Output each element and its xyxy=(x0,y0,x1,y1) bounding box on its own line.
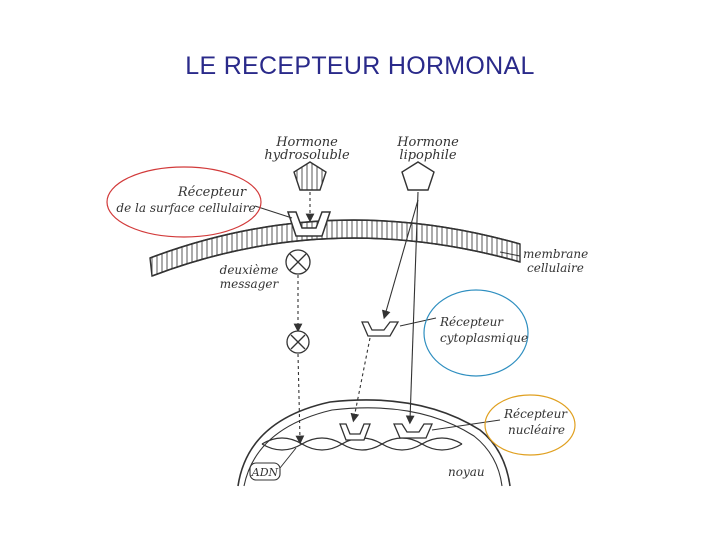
adn-label: ADN xyxy=(251,466,279,479)
nuclear-receptor-shape-1 xyxy=(340,424,370,440)
lipo-to-cytoplasm-arrow xyxy=(385,200,418,315)
lipo-hormone-label-2: lipophile xyxy=(399,148,456,163)
surface-receptor-label-2: de la surface cellulaire xyxy=(116,201,255,215)
messenger-to-dna-arrow xyxy=(298,354,300,440)
adn-pointer xyxy=(280,448,296,468)
cell-membrane xyxy=(150,220,520,276)
cytoplasmic-receptor-shape xyxy=(362,322,398,336)
nuclear-receptor-label-1: Récepteur xyxy=(503,407,568,421)
cyto-to-nucleus-arrow xyxy=(354,338,370,418)
membrane-label-1: membrane xyxy=(523,247,588,261)
second-messenger-label-1: deuxième xyxy=(220,263,279,277)
membrane-label-2: cellulaire xyxy=(527,261,584,275)
hydro-hormone-label-2: hydrosoluble xyxy=(264,148,350,163)
noyau-label: noyau xyxy=(448,465,485,479)
second-messenger-symbol-2 xyxy=(287,331,309,353)
hydrosoluble-hormone-shape xyxy=(294,162,326,190)
lipophile-hormone-shape xyxy=(402,162,434,190)
nuclear-receptor-label-2: nucléaire xyxy=(508,423,565,437)
cyto-receptor-label-2: cytoplasmique xyxy=(440,331,528,345)
adn-label-box: ADN xyxy=(250,463,280,480)
second-messenger-symbol xyxy=(286,250,310,274)
cyto-receptor-label-1: Récepteur xyxy=(439,315,504,329)
surface-receptor-label-1: Récepteur xyxy=(177,185,247,200)
nuclear-receptor-shape-2 xyxy=(394,424,432,438)
second-messenger-label-2: messager xyxy=(220,277,280,291)
